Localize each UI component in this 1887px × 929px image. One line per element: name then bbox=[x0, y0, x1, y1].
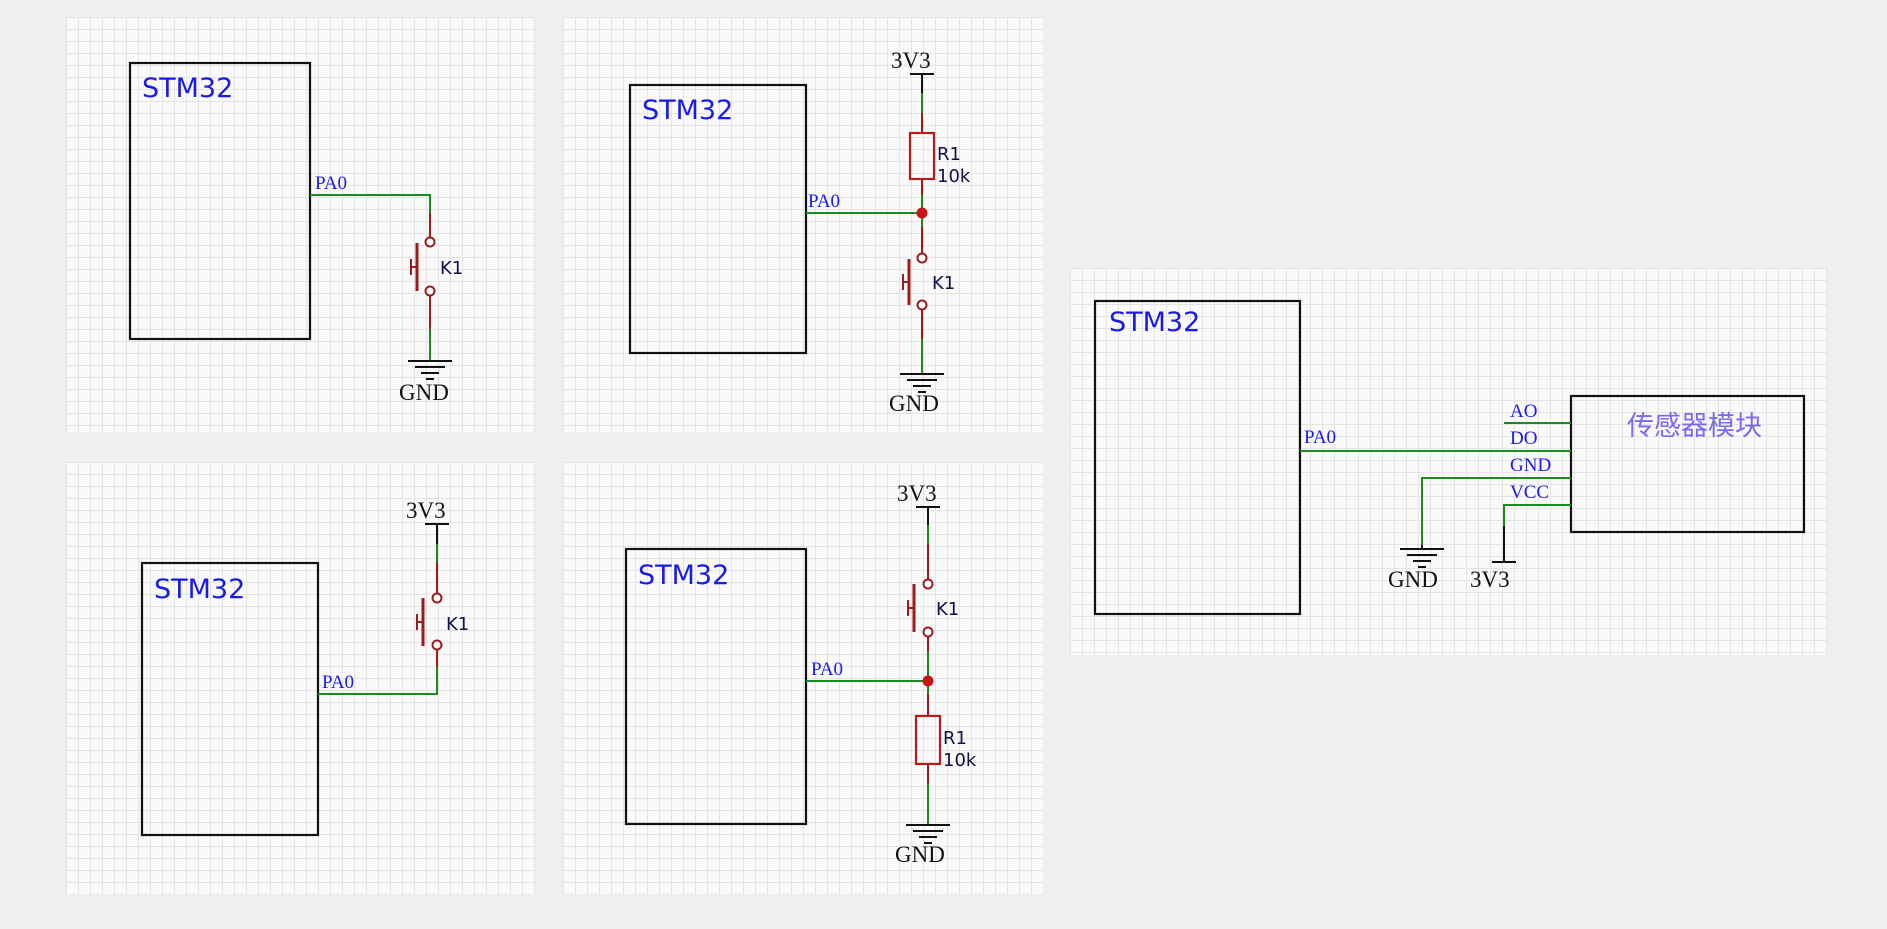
ground-symbol bbox=[906, 824, 950, 844]
gnd-wire bbox=[1421, 477, 1571, 545]
r1-value: 10k bbox=[937, 166, 971, 187]
schematic-panel-a: STM32 PA0 K1 GND bbox=[66, 17, 535, 432]
stm32-chip bbox=[128, 61, 312, 341]
k1-label: K1 bbox=[440, 258, 463, 279]
gnd-label: GND bbox=[895, 842, 945, 867]
stm32-chip bbox=[624, 547, 808, 826]
schematic-c-svg: 3V3 K1 STM32 PA0 bbox=[140, 498, 469, 837]
pa0-wire bbox=[310, 194, 431, 213]
k1-label: K1 bbox=[932, 273, 955, 294]
sensor-module bbox=[1569, 394, 1806, 534]
schematic-a-svg: STM32 PA0 K1 GND bbox=[128, 61, 463, 405]
supply-label: 3V3 bbox=[1470, 567, 1510, 592]
gnd-label: GND bbox=[399, 380, 449, 405]
ground-symbol bbox=[1400, 548, 1444, 568]
schematic-e-svg: STM32 PA0 传感器模块 AO DO GND VCC GND 3V3 bbox=[1093, 299, 1806, 616]
pa0-net-label: PA0 bbox=[1304, 427, 1336, 448]
k1-label: K1 bbox=[936, 599, 959, 620]
pa0-net-label: PA0 bbox=[811, 659, 843, 680]
supply-label: 3V3 bbox=[897, 481, 937, 506]
schematic-b-svg: 3V3 R1 10k STM32 PA0 K1 bbox=[628, 48, 971, 416]
vcc-wire bbox=[1503, 504, 1571, 526]
chip-name: STM32 bbox=[638, 560, 729, 591]
junction-dot bbox=[916, 207, 928, 219]
push-switch-k1 bbox=[902, 227, 928, 339]
resistor-r1 bbox=[914, 694, 942, 784]
chip-name: STM32 bbox=[154, 574, 245, 605]
pa0-net-label: PA0 bbox=[322, 672, 354, 693]
chip-name: STM32 bbox=[1109, 307, 1200, 338]
gnd-label: GND bbox=[1388, 567, 1438, 592]
pa0-net-label: PA0 bbox=[315, 173, 347, 194]
ground-symbol bbox=[408, 360, 452, 380]
gnd-label: GND bbox=[889, 391, 939, 416]
sensor-module-label: 传感器模块 bbox=[1627, 411, 1762, 442]
push-switch-k1 bbox=[410, 213, 436, 329]
supply-label: 3V3 bbox=[891, 48, 931, 73]
k1-label: K1 bbox=[446, 614, 469, 635]
ground-symbol bbox=[900, 373, 944, 393]
schematic-panel-c: 3V3 K1 STM32 PA0 bbox=[66, 462, 535, 894]
stm32-chip bbox=[140, 561, 320, 837]
schematic-panel-d: 3V3 K1 STM32 PA0 R1 10k bbox=[563, 462, 1043, 894]
r1-label: R1 bbox=[943, 728, 967, 749]
push-switch-k1 bbox=[907, 544, 934, 652]
r1-label: R1 bbox=[937, 144, 961, 165]
push-switch-k1 bbox=[416, 562, 443, 667]
schematic-d-svg: 3V3 K1 STM32 PA0 R1 10k bbox=[624, 481, 977, 867]
junction-dot bbox=[922, 675, 934, 687]
resistor-r1 bbox=[908, 113, 936, 195]
r1-value: 10k bbox=[943, 750, 977, 771]
do-pin-label: DO bbox=[1510, 428, 1537, 449]
stm32-chip bbox=[628, 83, 808, 355]
pa0-net-label: PA0 bbox=[808, 191, 840, 212]
ao-pin-label: AO bbox=[1510, 401, 1537, 422]
supply-label: 3V3 bbox=[406, 498, 446, 523]
pa0-wire bbox=[318, 667, 438, 695]
schematic-panel-b: 3V3 R1 10k STM32 PA0 K1 bbox=[563, 17, 1043, 432]
chip-name: STM32 bbox=[142, 73, 233, 104]
vcc-pin-label: VCC bbox=[1510, 482, 1549, 503]
chip-name: STM32 bbox=[642, 95, 733, 126]
schematic-panel-e: STM32 PA0 传感器模块 AO DO GND VCC GND 3V3 bbox=[1070, 268, 1827, 655]
gnd-pin-label: GND bbox=[1510, 455, 1551, 476]
stm32-chip bbox=[1093, 299, 1302, 616]
